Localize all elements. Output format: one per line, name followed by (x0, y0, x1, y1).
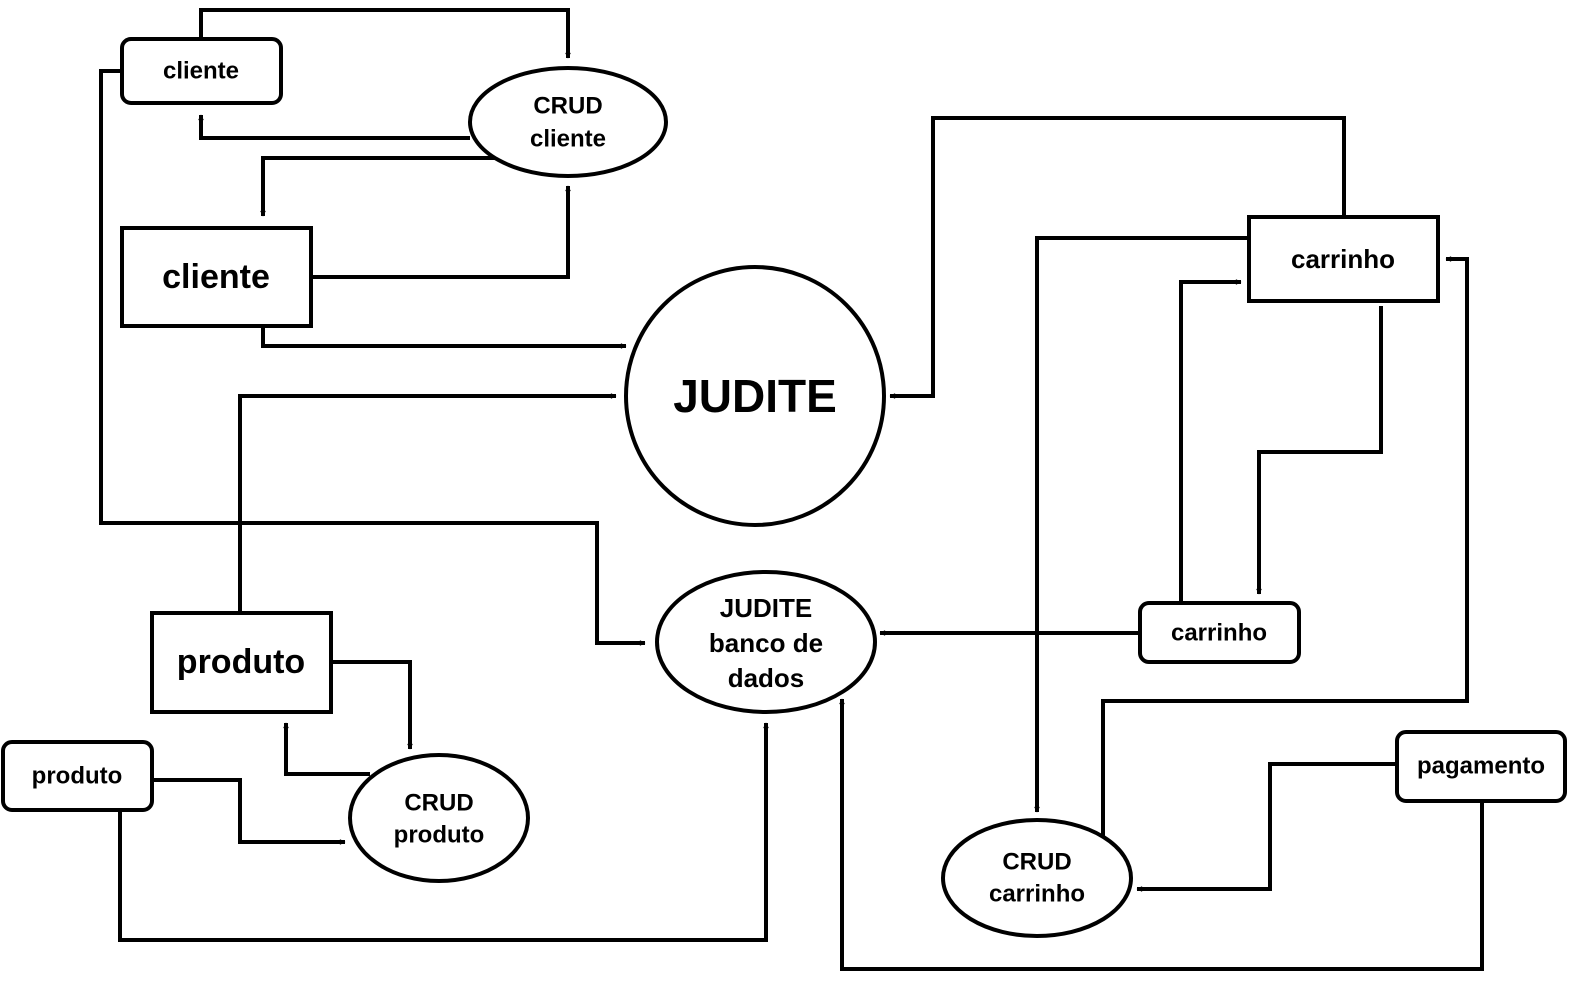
edge-produto-entity-to-crud-produto (331, 660, 413, 750)
edge-crud-cliente-to-cliente-store (198, 114, 470, 140)
edge-cliente-store-to-crud-cliente (199, 8, 571, 59)
crud-cliente-label-line-1: CRUD (533, 93, 602, 120)
produto-store: produto (1, 740, 154, 812)
banco-label-line-3: dados (728, 663, 805, 693)
banco-label-line-1: JUDITE (720, 593, 812, 623)
carrinho-store-label: carrinho (1171, 620, 1267, 647)
edge-cliente-entity-to-judite (261, 328, 627, 349)
crud-carrinho-label-line-2: carrinho (989, 881, 1085, 908)
edge-crud-produto-to-produto-entity (283, 722, 370, 776)
edge-crud-cliente-to-cliente-entity (260, 156, 497, 217)
edge-pagamento-to-crud-carrinho (1136, 762, 1397, 892)
produto-entity-label: produto (177, 643, 305, 681)
pagamento-store-label: pagamento (1417, 753, 1545, 780)
crud-cliente-label-line-2: cliente (530, 126, 606, 153)
produto-entity: produto (150, 611, 333, 714)
pagamento-store: pagamento (1395, 730, 1567, 803)
edge-crud-carrinho-to-carrinho-entity (1101, 256, 1469, 836)
cliente-entity: cliente (120, 226, 313, 328)
banco-label-line-2: banco de (709, 628, 823, 658)
judite-node: JUDITE (624, 265, 886, 527)
judite-label: JUDITE (673, 370, 837, 422)
carrinho-entity: carrinho (1247, 215, 1440, 303)
crud-carrinho-node: CRUD carrinho (941, 818, 1133, 938)
cliente-entity-label: cliente (162, 258, 270, 296)
edge-pagamento-to-banco (839, 698, 1484, 971)
crud-cliente-node: CRUD cliente (468, 66, 668, 178)
edge-carrinho-entity-to-crud-carrinho (1034, 236, 1249, 813)
edge-produto-entity-to-judite (238, 393, 617, 612)
edge-carrinho-entity-to-carrinho-store (1256, 306, 1383, 595)
cliente-store: cliente (120, 37, 283, 105)
edge-cliente-store-to-banco (99, 69, 646, 646)
edge-cliente-entity-to-crud-cliente (312, 185, 571, 279)
edge-produto-store-to-banco (118, 722, 769, 942)
cliente-store-label: cliente (163, 58, 239, 85)
edge-carrinho-store-to-carrinho-entity (1179, 279, 1242, 603)
carrinho-store: carrinho (1138, 601, 1301, 664)
edge-carrinho-entity-to-judite (889, 116, 1346, 399)
crud-produto-label-line-2: produto (394, 822, 485, 849)
connectors (99, 8, 1484, 971)
crud-produto-label-line-1: CRUD (404, 790, 473, 817)
crud-produto-node: CRUD produto (348, 753, 530, 883)
banco-de-dados-node: JUDITE banco de dados (655, 570, 877, 714)
produto-store-label: produto (32, 763, 123, 790)
crud-carrinho-label-line-1: CRUD (1002, 849, 1071, 876)
edge-produto-store-to-crud-produto (152, 778, 346, 845)
carrinho-entity-label: carrinho (1291, 244, 1395, 274)
